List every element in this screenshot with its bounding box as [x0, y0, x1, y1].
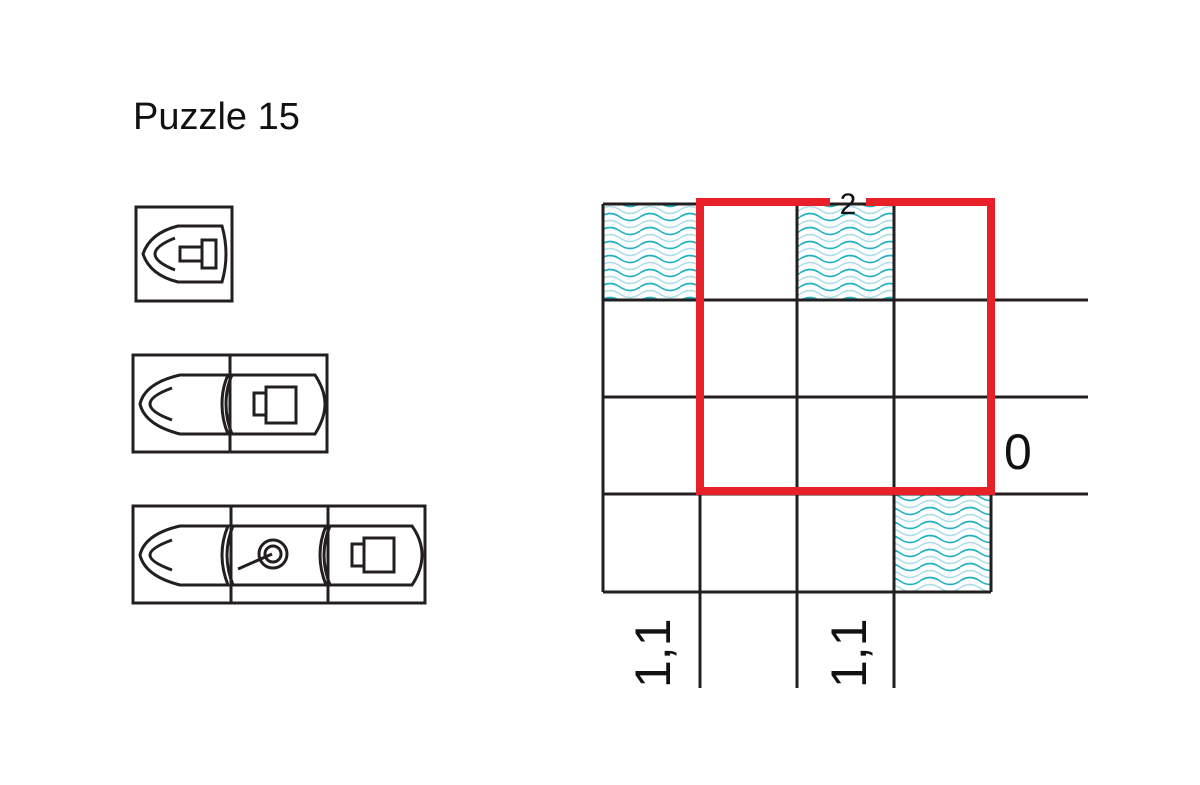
- column-clue: 1,1: [625, 618, 681, 688]
- column-clue: 1,1: [821, 618, 877, 688]
- water-cell[interactable]: [894, 494, 991, 592]
- region-outline: [696, 198, 995, 495]
- water-cell[interactable]: [797, 204, 894, 300]
- ship-cruiser: [131, 504, 427, 605]
- ship-destroyer: [131, 353, 329, 454]
- region-clue: 2: [840, 188, 857, 221]
- water-cell[interactable]: [603, 204, 700, 300]
- puzzle-title: Puzzle 15: [133, 96, 300, 138]
- row-clue: 0: [1004, 424, 1032, 480]
- ship-submarine: [134, 205, 234, 303]
